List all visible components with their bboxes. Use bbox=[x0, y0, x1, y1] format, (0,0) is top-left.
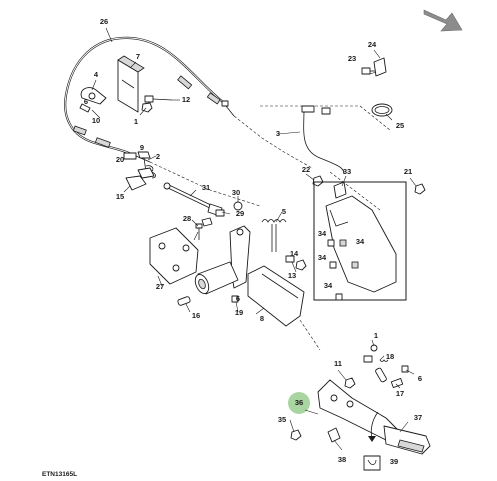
sensor-bracket-assembly bbox=[313, 181, 407, 301]
highlight-marker bbox=[288, 392, 310, 414]
bolt bbox=[361, 67, 376, 75]
pivot-tube bbox=[194, 261, 239, 295]
arrow-down-right-icon bbox=[423, 9, 463, 32]
mounting-plate bbox=[149, 227, 199, 285]
callout-37: 37 bbox=[414, 413, 422, 422]
bracket bbox=[373, 57, 387, 77]
callout-16: 16 bbox=[192, 311, 200, 320]
return-spring bbox=[261, 219, 287, 252]
nut bbox=[414, 183, 426, 195]
callout-3: 3 bbox=[276, 129, 280, 138]
callout-1: 1 bbox=[134, 117, 138, 126]
nut bbox=[344, 377, 356, 389]
parking-brake-cable bbox=[64, 36, 235, 157]
callout-18: 18 bbox=[386, 352, 394, 361]
cable-bracket bbox=[117, 55, 145, 113]
callout-34-b: 34 bbox=[356, 237, 365, 246]
brake-handle-assembly bbox=[317, 379, 431, 455]
callout-6b: 6 bbox=[236, 294, 240, 303]
nut bbox=[290, 429, 302, 441]
callout-36: 36 bbox=[295, 398, 303, 407]
bolt bbox=[144, 95, 173, 103]
callout-15: 15 bbox=[116, 192, 124, 201]
callout-24: 24 bbox=[368, 40, 377, 49]
callout-17: 17 bbox=[396, 389, 404, 398]
callout-4: 4 bbox=[94, 70, 99, 79]
nut bbox=[327, 239, 335, 247]
callout-9: 9 bbox=[140, 143, 144, 152]
callout-5: 5 bbox=[282, 207, 286, 216]
callout-28: 28 bbox=[183, 214, 191, 223]
callout-22: 22 bbox=[302, 165, 310, 174]
washer bbox=[370, 344, 378, 352]
callout-13: 13 bbox=[288, 271, 296, 280]
nut bbox=[295, 259, 307, 271]
callout-1b: 1 bbox=[374, 331, 378, 340]
callout-27: 27 bbox=[156, 282, 164, 291]
pin bbox=[375, 367, 387, 383]
callout-6: 6 bbox=[84, 97, 88, 106]
screw bbox=[79, 103, 91, 113]
callout-21: 21 bbox=[404, 167, 412, 176]
bolt bbox=[390, 378, 404, 388]
callout-30: 30 bbox=[232, 188, 240, 197]
clip bbox=[327, 427, 341, 443]
wiring-harness bbox=[301, 105, 345, 175]
bushing bbox=[201, 217, 213, 227]
nut bbox=[312, 175, 324, 187]
pedal-pad bbox=[247, 265, 305, 327]
callout-8: 8 bbox=[260, 314, 264, 323]
hose-clamp bbox=[371, 103, 393, 117]
callout-33: 33 bbox=[343, 167, 351, 176]
callout-14: 14 bbox=[290, 249, 299, 258]
figure-reference-code: ETN13165L bbox=[42, 471, 77, 478]
spring bbox=[379, 359, 389, 362]
callout-10: 10 bbox=[92, 116, 100, 125]
roll-pin bbox=[177, 296, 191, 306]
nut bbox=[335, 293, 343, 301]
callout-34-d: 34 bbox=[324, 281, 333, 290]
callout-25: 25 bbox=[396, 121, 404, 130]
callout-12: 12 bbox=[182, 95, 190, 104]
grease-fitting bbox=[231, 295, 239, 303]
callout-2: 2 bbox=[156, 152, 160, 161]
callout-38: 38 bbox=[338, 455, 346, 464]
callout-39: 39 bbox=[390, 457, 398, 466]
cable-clamp bbox=[80, 87, 107, 105]
callout-6c: 6 bbox=[418, 374, 422, 383]
grease-fitting bbox=[401, 365, 409, 373]
brake-rod bbox=[163, 182, 223, 217]
callout-29: 29 bbox=[236, 209, 244, 218]
callout-11: 11 bbox=[334, 359, 342, 368]
pin bbox=[195, 223, 203, 240]
cable-end bbox=[123, 152, 151, 163]
bolt bbox=[363, 355, 373, 363]
callout-labels: 26 7 4 6 10 12 1 9 2 20 15 31 30 28 29 5… bbox=[84, 17, 422, 466]
retainer bbox=[363, 455, 381, 471]
callout-34-a: 34 bbox=[318, 229, 327, 238]
callout-19: 19 bbox=[235, 308, 243, 317]
nut bbox=[215, 209, 225, 217]
callout-20: 20 bbox=[116, 155, 124, 164]
nut bbox=[329, 261, 337, 269]
callout-35: 35 bbox=[278, 415, 286, 424]
clevis bbox=[125, 167, 155, 191]
callout-23: 23 bbox=[348, 54, 356, 63]
leader-lines bbox=[91, 49, 417, 451]
callout-34-c: 34 bbox=[318, 253, 327, 262]
callout-26: 26 bbox=[100, 17, 108, 26]
callout-7: 7 bbox=[136, 52, 140, 61]
callout-31: 31 bbox=[202, 183, 210, 192]
